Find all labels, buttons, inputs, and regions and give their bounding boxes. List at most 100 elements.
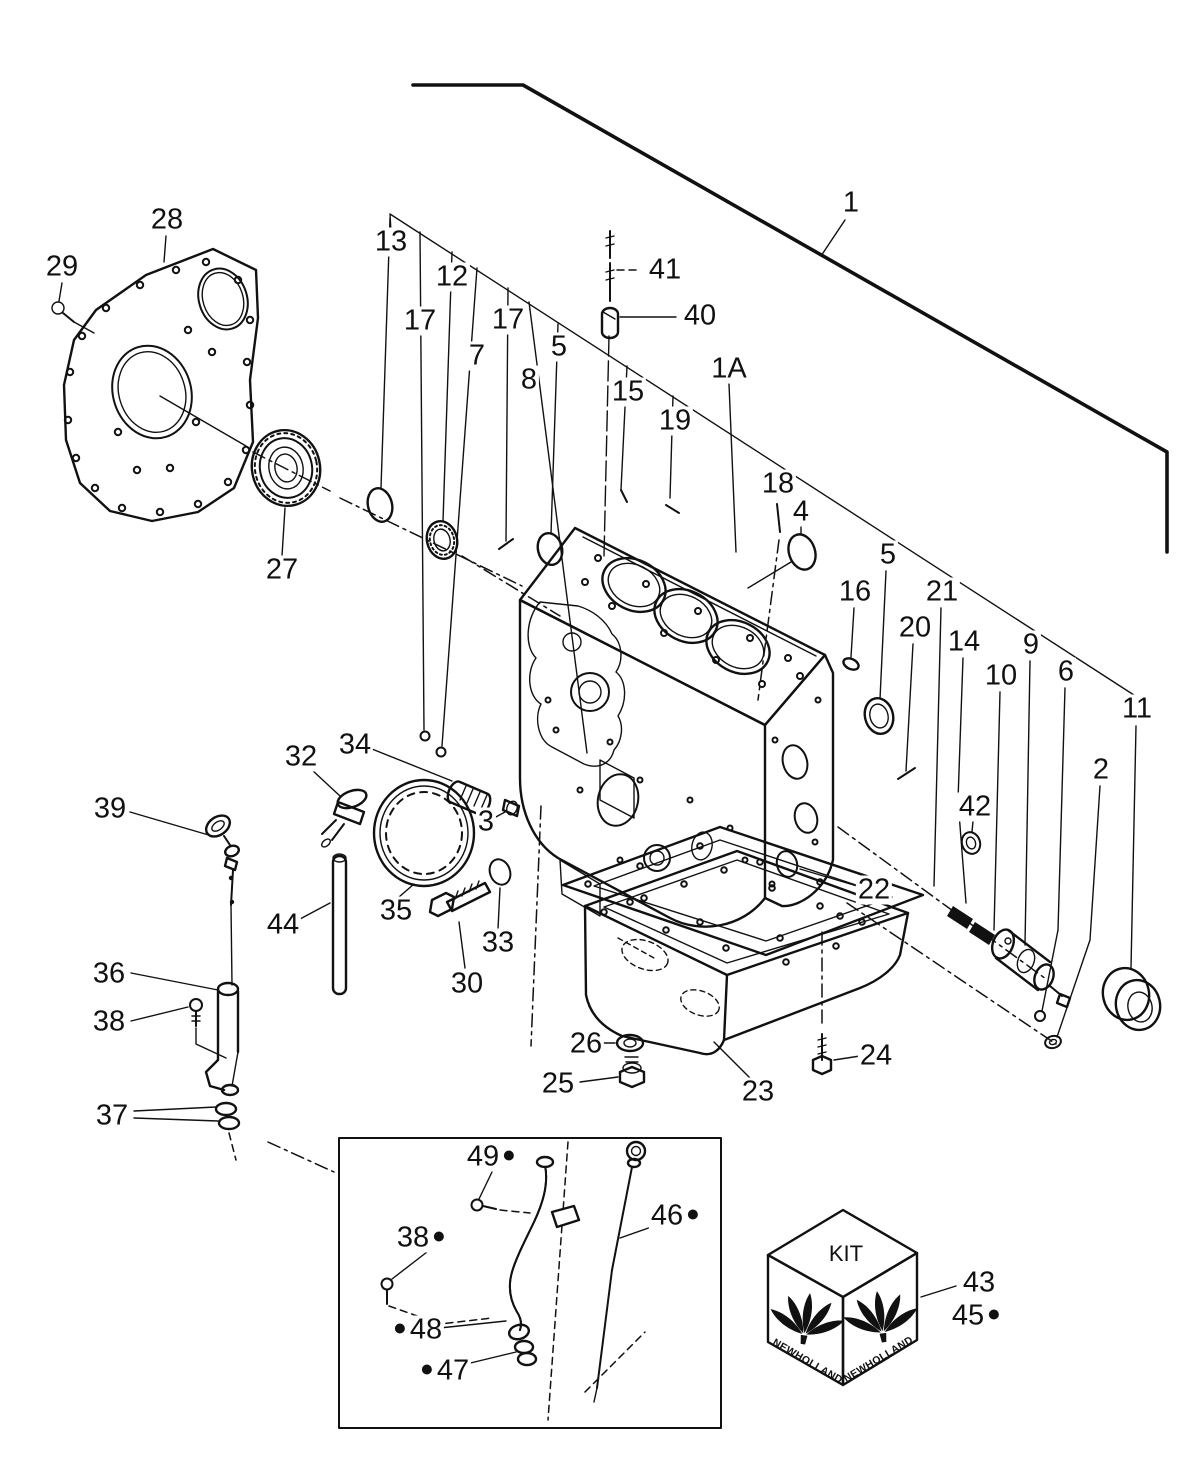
callout-text-2: 2 xyxy=(1092,753,1110,786)
callout-text-43: 43 xyxy=(962,1266,996,1299)
callout-text-26: 26 xyxy=(569,1027,603,1060)
callout-text-38b: 38 xyxy=(396,1221,430,1254)
callout-text-47: 47 xyxy=(436,1354,470,1387)
dipstick-39 xyxy=(129,811,240,986)
callout-text-44: 44 xyxy=(266,908,300,941)
oil-pan xyxy=(583,849,910,1079)
callout-43: 43 xyxy=(960,1266,998,1299)
brand-right: NEWHOLLAND xyxy=(842,1334,916,1385)
callout-text-13: 13 xyxy=(374,225,408,258)
plug-6-part xyxy=(1034,687,1066,1022)
oil-filter-35 xyxy=(372,778,476,898)
callout-27: 27 xyxy=(263,553,301,586)
callout-text-5b: 5 xyxy=(879,538,897,571)
bolt-38-main xyxy=(130,998,227,1059)
flywheel-plate xyxy=(62,235,260,523)
callout-3: 3 xyxy=(475,807,497,837)
callout-text-7: 7 xyxy=(468,339,486,372)
callout-text-17a: 17 xyxy=(403,304,437,337)
callout-19: 19 xyxy=(656,406,694,436)
nut-3 xyxy=(493,798,521,819)
bullet-dot xyxy=(394,1323,405,1334)
callout-46: 46 xyxy=(648,1201,706,1231)
callout-text-11: 11 xyxy=(1121,692,1153,725)
callout-17b: 17 xyxy=(489,305,527,335)
pan-rim-holes xyxy=(600,866,866,966)
callout-text-40: 40 xyxy=(683,299,717,332)
callout-11: 11 xyxy=(1119,692,1155,725)
callout-35: 35 xyxy=(377,896,415,926)
washer-26 xyxy=(603,1033,645,1053)
callout-text-37: 37 xyxy=(95,1099,129,1132)
callout-48: 48 xyxy=(387,1313,445,1346)
callout-text-38: 38 xyxy=(92,1005,126,1038)
new-holland-logo-right xyxy=(843,1291,918,1343)
oil-pump-assembly xyxy=(990,660,1072,1009)
callout-text-6: 6 xyxy=(1057,655,1075,688)
callout-22: 22 xyxy=(855,875,893,905)
drain-plug-25 xyxy=(579,1056,646,1089)
callout-text-33: 33 xyxy=(481,926,515,959)
cup-plug-4 xyxy=(747,525,817,589)
inset-box xyxy=(338,1137,722,1429)
center-axes xyxy=(252,451,1057,1173)
leader-1A xyxy=(728,383,737,553)
callout-32: 32 xyxy=(282,742,320,772)
bolt-29 xyxy=(51,282,95,334)
callout-24: 24 xyxy=(857,1039,895,1072)
callout-text-29: 29 xyxy=(45,250,79,283)
callout-18: 18 xyxy=(759,467,797,500)
callout-21: 21 xyxy=(923,577,961,607)
callout-text-45: 45 xyxy=(951,1299,985,1332)
face-holes xyxy=(544,696,822,888)
dowel-20 xyxy=(897,643,916,780)
callout-text-41: 41 xyxy=(648,253,682,286)
callout-text-1: 1 xyxy=(842,186,860,219)
callout-6: 6 xyxy=(1055,655,1077,688)
callout-5b: 5 xyxy=(877,538,899,571)
stud-41 xyxy=(605,230,642,302)
deck-holes xyxy=(581,554,804,688)
callout-29: 29 xyxy=(43,250,81,283)
callout-text-18: 18 xyxy=(761,467,795,500)
callout-text-8: 8 xyxy=(520,363,538,396)
callout-10: 10 xyxy=(982,659,1020,692)
dipstick-tube-36 xyxy=(130,972,240,1097)
callout-15: 15 xyxy=(609,375,647,408)
callout-17a: 17 xyxy=(401,304,439,337)
callout-25: 25 xyxy=(539,1069,577,1099)
inset-bolt-49 xyxy=(470,1171,531,1214)
kit-box: KIT NEWHOLLAND NEWHOLLAND xyxy=(766,1208,957,1386)
callout-text-10: 10 xyxy=(984,659,1018,692)
callout-42: 42 xyxy=(956,792,994,822)
o-rings-37 xyxy=(133,1101,241,1161)
callout-text-27: 27 xyxy=(265,553,299,586)
callout-39: 39 xyxy=(91,794,129,824)
callout-text-1A: 1A xyxy=(711,352,747,385)
inset-rings-47 xyxy=(513,1339,538,1367)
engine-block xyxy=(518,526,835,928)
callout-34: 34 xyxy=(336,728,374,761)
callout-47: 47 xyxy=(414,1354,472,1387)
brand-left: NEWHOLLAND xyxy=(770,1336,844,1386)
callout-44: 44 xyxy=(264,908,302,941)
callout-text-48: 48 xyxy=(409,1313,443,1346)
bullet-dot xyxy=(421,1364,432,1375)
new-holland-logo-left xyxy=(770,1293,845,1345)
callout-text-24: 24 xyxy=(859,1039,893,1072)
callout-text-23: 23 xyxy=(741,1075,775,1108)
callout-23: 23 xyxy=(739,1075,777,1108)
callout-2: 2 xyxy=(1090,753,1112,786)
callout-14: 14 xyxy=(945,625,983,658)
callout-text-14: 14 xyxy=(947,625,981,658)
callout-28: 28 xyxy=(148,205,186,235)
callout-5a: 5 xyxy=(548,332,570,362)
callout-30: 30 xyxy=(448,969,486,999)
inset-tube-48 xyxy=(507,1155,581,1341)
bullet-dot xyxy=(434,1231,445,1242)
callout-text-9: 9 xyxy=(1022,628,1040,661)
callout-text-34: 34 xyxy=(338,728,372,761)
ring-2-part xyxy=(1044,785,1101,1050)
callout-text-15: 15 xyxy=(611,375,645,408)
